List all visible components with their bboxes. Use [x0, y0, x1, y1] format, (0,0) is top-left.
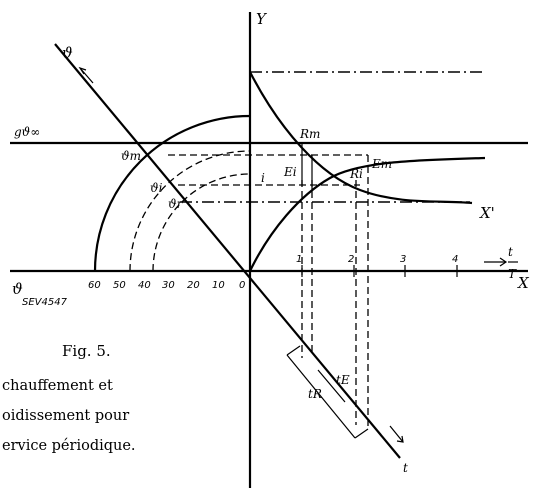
x-tick-3: 3 [400, 254, 406, 265]
t-over-T-den: T [508, 267, 517, 281]
i-label: i [261, 171, 265, 185]
x-tick-2: 2 [348, 254, 354, 265]
R-m-label: Rm [299, 127, 320, 141]
theta-diagonal [54, 43, 401, 459]
caption-title: Fig. 5. [62, 342, 111, 360]
R-i-label: Ri [349, 167, 363, 181]
arc-theta-r [152, 173, 251, 272]
t-axis-label: t [403, 461, 408, 475]
t-over-T-num: t [508, 245, 513, 259]
angle-tick-40: 40 [138, 280, 151, 291]
arc-theta-i [129, 150, 251, 272]
t-arrow-bottom [389, 425, 404, 443]
angle-tick-10: 10 [212, 280, 225, 291]
t-R-label: tR [308, 387, 322, 401]
theta-i-label: ϑi [150, 181, 163, 195]
caption-line-3: ervice périodique. [2, 438, 136, 454]
angle-tick-60: 60 [88, 280, 101, 291]
angle-tick-30: 30 [162, 280, 175, 291]
theta-axis-label: ϑ [62, 44, 73, 62]
angle-tick-0: 0 [239, 280, 245, 291]
caption-line-1: chauffement et [2, 378, 113, 394]
E-i-label: Ei [283, 165, 297, 179]
x-prime-label: X' [479, 204, 495, 222]
angle-tick-20: 20 [187, 280, 200, 291]
x-axis-label: X [517, 274, 530, 292]
tE-dimension [317, 369, 346, 403]
sev-label: SEV4547 [22, 297, 68, 308]
angle-tick-50: 50 [113, 280, 126, 291]
heating-curve [249, 156, 486, 272]
theta-infinity-label: gϑ∞ [14, 125, 40, 139]
y-axis-label: Y [256, 10, 268, 28]
x-tick-1: 1 [296, 254, 302, 265]
tR-dimension [286, 354, 356, 439]
t-E-label: tE [336, 373, 350, 387]
theta-m-label: ϑm [121, 149, 141, 163]
theta-r-label: ϑr [168, 197, 184, 211]
theta-bottom-label: ϑ [12, 280, 23, 298]
arc-theta-infinity [93, 114, 251, 272]
E-m-label: Em [371, 157, 392, 171]
x-tick-4: 4 [452, 254, 458, 265]
cooling-curve [249, 71, 473, 205]
caption-line-2: oidissement pour [2, 408, 129, 424]
